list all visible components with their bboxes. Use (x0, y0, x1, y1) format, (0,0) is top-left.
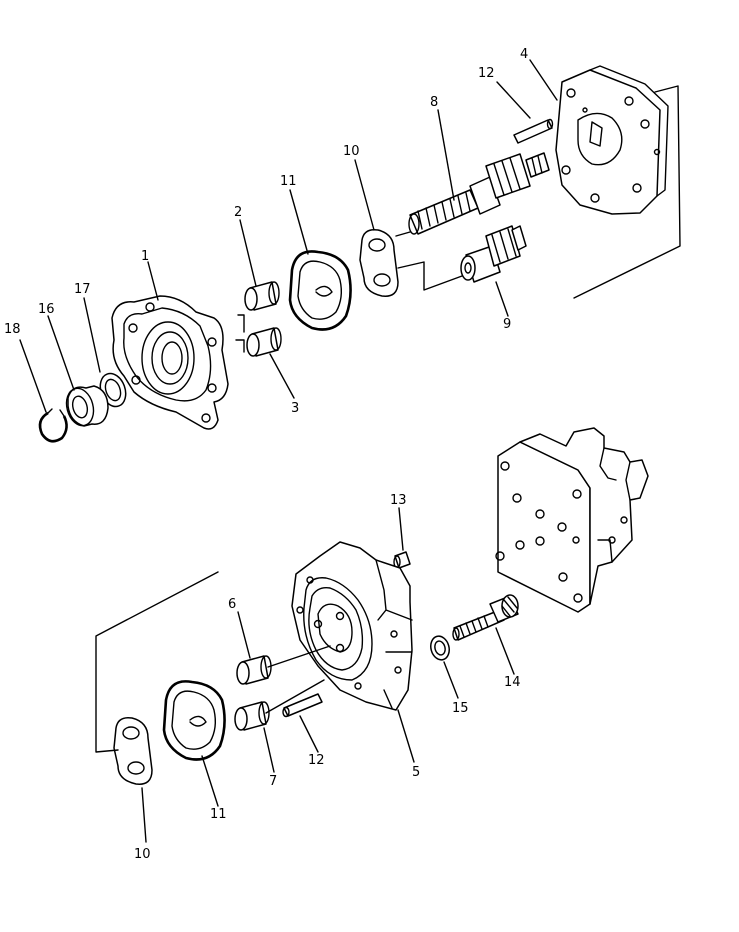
part-14-bolt (452, 594, 519, 641)
part-13-pin (393, 551, 411, 569)
label-part-12-upper: 12 (478, 66, 495, 81)
part-7-bushing (234, 701, 270, 731)
label-part-14: 14 (504, 675, 521, 690)
leader-lines (19, 59, 558, 843)
label-part-13: 13 (390, 493, 407, 508)
label-part-10-lower: 10 (134, 847, 151, 862)
label-part-2: 2 (234, 205, 242, 220)
label-part-15: 15 (452, 701, 469, 716)
label-part-18: 18 (4, 322, 21, 337)
part-5-gear-housing (291, 541, 413, 711)
assembled-pump-body (495, 427, 649, 613)
label-part-11-upper: 11 (280, 174, 297, 189)
part-12-dowel-pin-lower (282, 693, 323, 718)
part-10-bushing-plate-upper (359, 228, 399, 297)
leader-bracket-10-9 (395, 231, 463, 291)
part-10-bushing-plate-lower (113, 716, 153, 785)
label-part-1: 1 (141, 249, 149, 264)
leader-lower-bushing-lines (265, 645, 331, 714)
part-6-bushing (236, 655, 272, 685)
part-1-front-housing (111, 295, 229, 430)
label-part-8: 8 (430, 95, 438, 110)
leader-bracket-lower (95, 571, 219, 753)
label-part-16: 16 (38, 302, 55, 317)
label-part-11-lower: 11 (210, 807, 227, 822)
part-3-bushing (246, 327, 282, 357)
label-part-10-upper: 10 (343, 144, 360, 159)
label-part-17: 17 (74, 282, 91, 297)
part-11-seal-lower (162, 680, 226, 761)
part-8-drive-shaft (408, 152, 550, 235)
label-part-3: 3 (291, 401, 299, 416)
part-number-labels: 4 12 8 10 11 2 1 17 16 18 9 3 13 6 14 15… (4, 47, 528, 862)
label-part-6: 6 (228, 597, 236, 612)
part-2-bushing (244, 281, 280, 311)
label-part-12-lower: 12 (308, 753, 325, 768)
label-part-9: 9 (503, 317, 511, 332)
part-16-oil-seal (65, 385, 109, 427)
part-11-seal-upper (288, 250, 352, 331)
part-18-snap-ring (38, 408, 68, 443)
label-part-5: 5 (412, 765, 420, 780)
part-4-cover-plate (555, 65, 669, 215)
part-9-driven-gear (460, 225, 527, 283)
part-12-dowel-pin-upper (513, 118, 554, 144)
part-15-washer (430, 635, 450, 661)
leader-bracket-upper (573, 85, 681, 299)
label-part-4: 4 (520, 47, 528, 62)
label-part-7: 7 (269, 774, 277, 789)
leader-bushing-connectors (235, 314, 245, 353)
